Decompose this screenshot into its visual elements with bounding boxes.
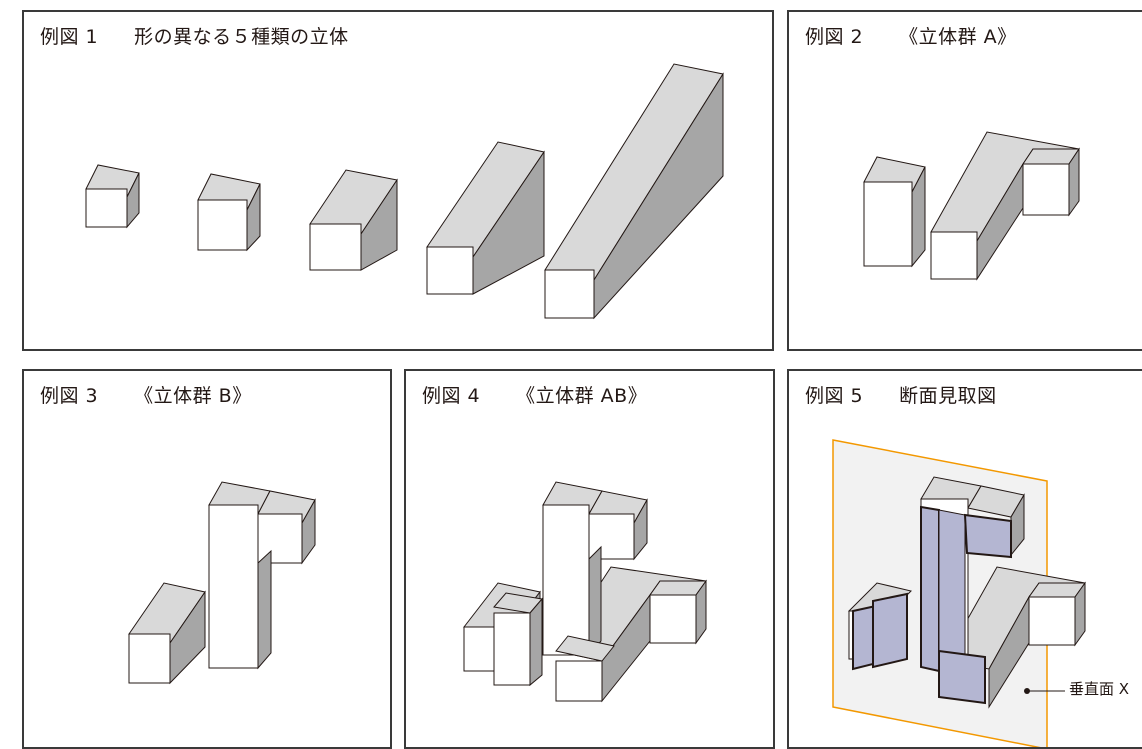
solid-block-4: [426, 141, 545, 295]
section-cut: [852, 505, 1012, 705]
solid-block-3: [309, 169, 398, 271]
solid-cube: [85, 164, 140, 229]
five-solids-drawing: [85, 63, 724, 320]
solid-step-block: [493, 592, 543, 687]
solid-small-block: [128, 582, 206, 685]
figure-panel-5: 例図 5 断面見取図 垂直面 X: [787, 369, 1142, 749]
cross-section-drawing: [832, 439, 1086, 747]
panel-number: 例図 3: [40, 385, 99, 407]
solid-group-b-drawing: [128, 481, 316, 685]
solid-block-5: [544, 63, 724, 320]
figure-panel-3: 例図 3 《立体群 B》: [22, 369, 392, 749]
panel-title: 《立体群 B》: [134, 385, 252, 407]
panel-title: 《立体群 AB》: [516, 385, 648, 407]
figure-panel-1: 例図 1 形の異なる５種類の立体: [22, 10, 774, 351]
panel-title: 形の異なる５種類の立体: [134, 26, 349, 48]
panel-number: 例図 5: [805, 385, 864, 407]
figure-panel-2: 例図 2 《立体群 A》: [787, 10, 1142, 351]
solid-block-2: [197, 173, 261, 252]
solid-group-ab-drawing: [463, 481, 707, 703]
panel-title: 《立体群 A》: [899, 26, 1017, 48]
figure-panel-4: 例図 4 《立体群 AB》: [404, 369, 775, 749]
solid-l-shape: [930, 131, 1080, 281]
solid-group-a-drawing: [863, 131, 1080, 281]
solid-front-block: [555, 635, 615, 702]
solid-pillar: [863, 156, 926, 268]
solid-tall-hook: [542, 481, 648, 657]
panel-number: 例図 1: [40, 26, 99, 48]
solid-l-shape: [943, 566, 1086, 709]
panel-number: 例図 4: [422, 385, 481, 407]
panel-title: 断面見取図: [899, 385, 997, 407]
panel-number: 例図 2: [805, 26, 864, 48]
solid-tall-hook: [208, 481, 316, 670]
plane-callout-label: 垂直面 X: [1069, 680, 1130, 698]
